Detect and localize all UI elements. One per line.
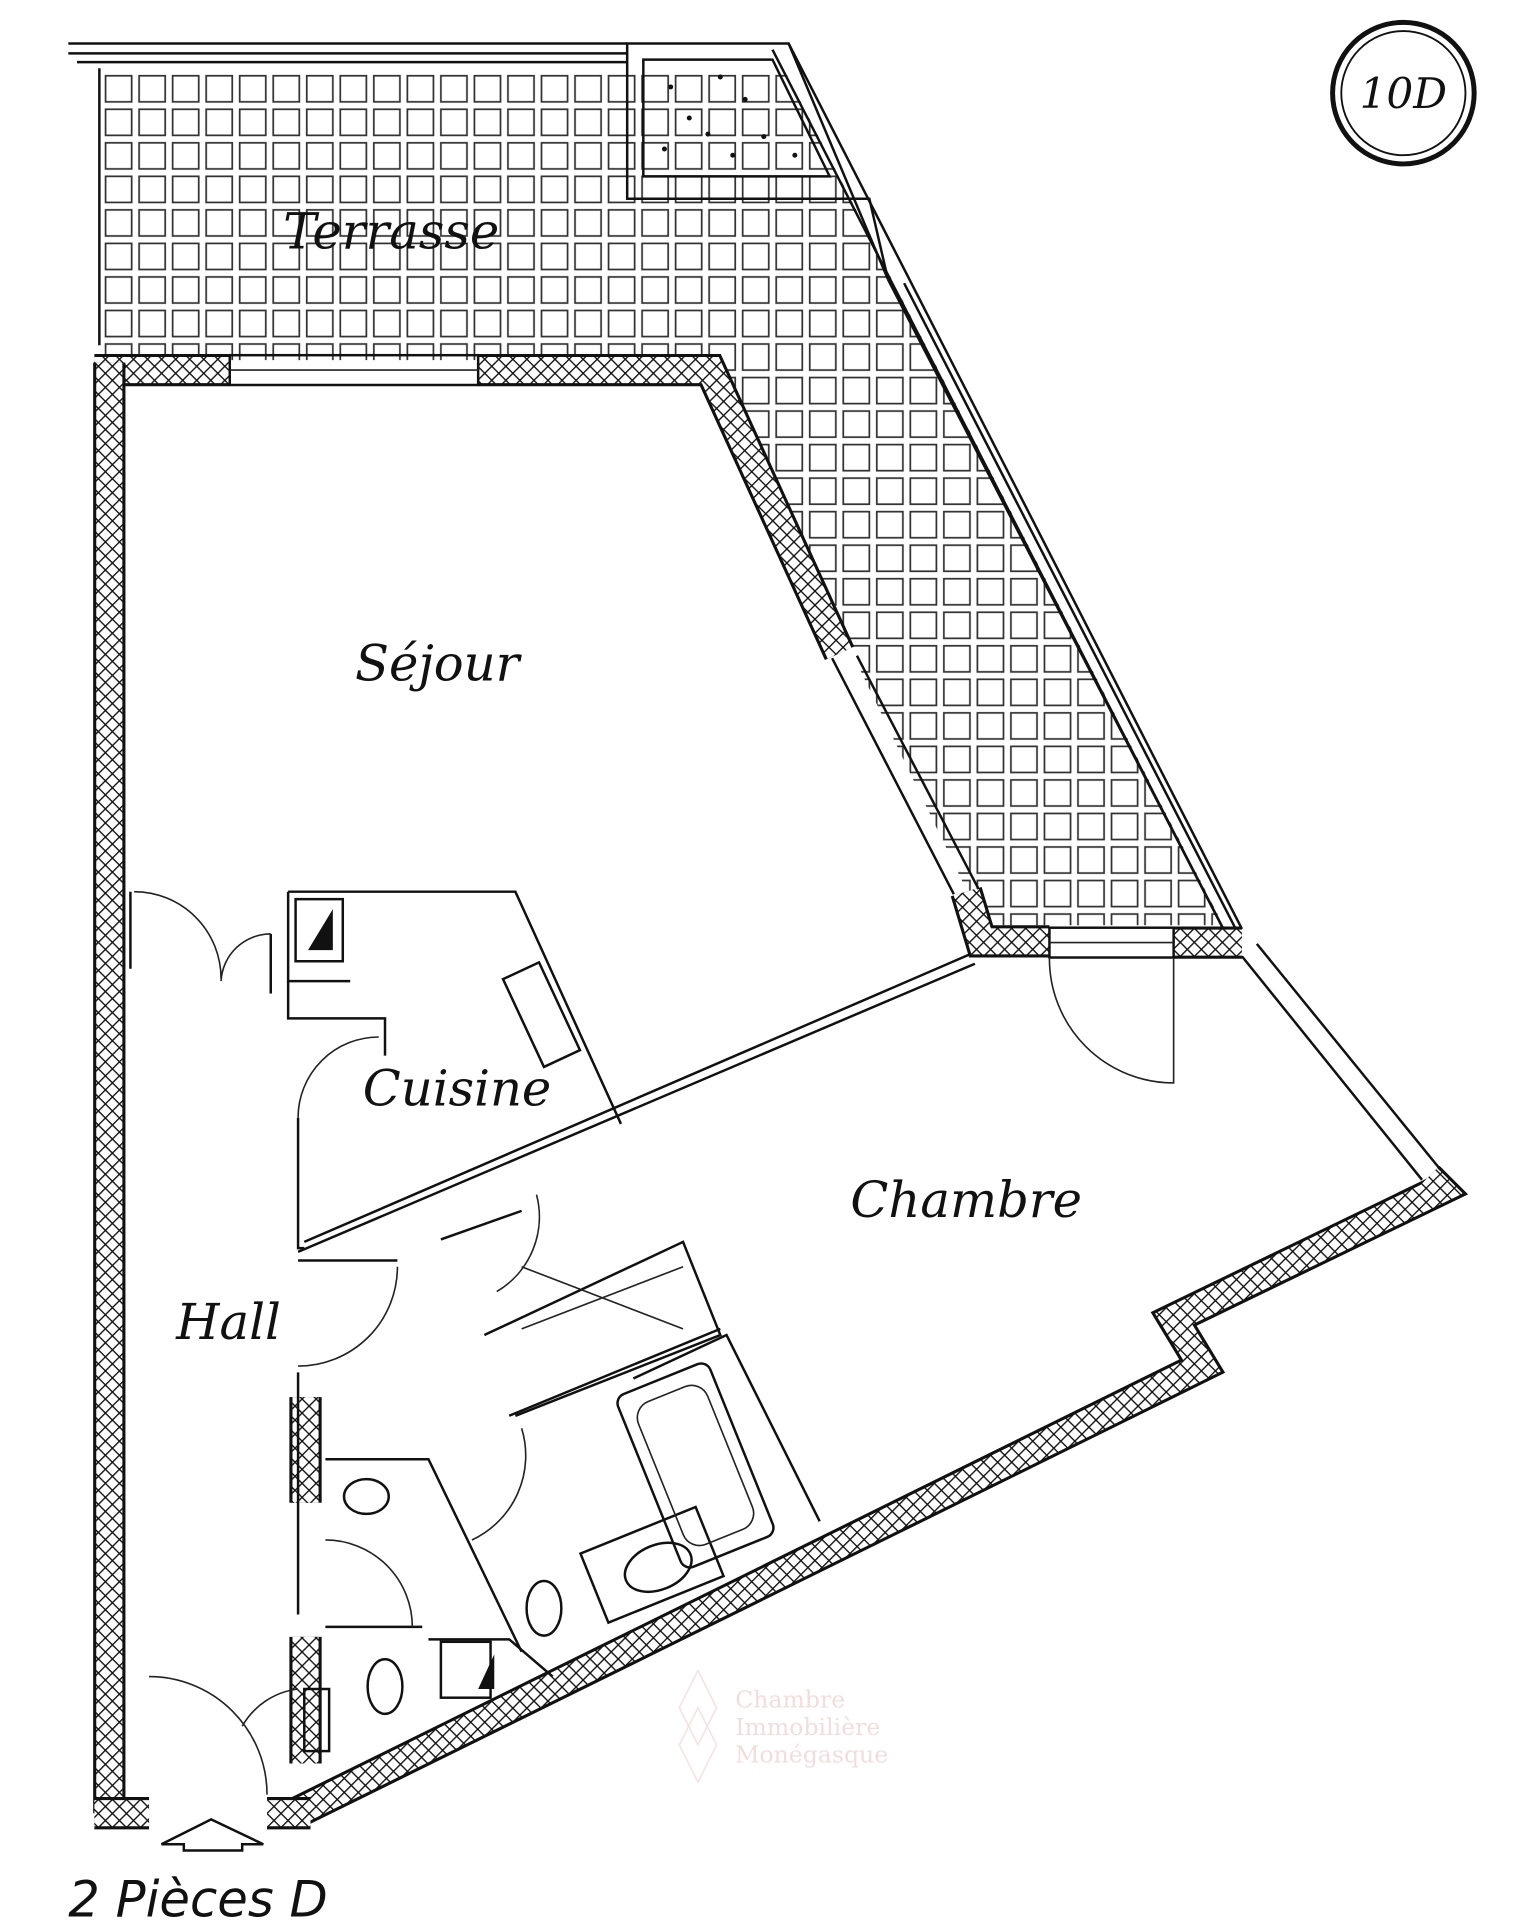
wall-segment xyxy=(953,887,1050,955)
washbasin-icon xyxy=(342,1477,390,1516)
unit-badge: 10D xyxy=(1330,19,1477,167)
entrance-arrow-icon xyxy=(160,1818,264,1852)
bathtub-icon xyxy=(616,1362,775,1569)
wall-segment xyxy=(478,357,852,659)
interior-walls xyxy=(129,890,976,1678)
fixtures xyxy=(294,897,775,1753)
doors xyxy=(134,890,1175,1795)
plan-title: 2 Pièces D xyxy=(68,1870,327,1920)
wall-segment xyxy=(289,1168,1463,1825)
exterior-walls xyxy=(93,353,1469,1830)
watermark-line-2: Immobilière xyxy=(735,1713,880,1741)
unit-badge-text: 10D xyxy=(1360,69,1448,118)
room-label-kitchen: Cuisine xyxy=(363,1059,552,1117)
toilet-icon xyxy=(366,1657,404,1716)
counter-icon xyxy=(501,960,582,1069)
toilet-icon xyxy=(525,1579,563,1637)
sink-icon xyxy=(623,1541,693,1594)
watermark-line-3: Monégasque xyxy=(735,1740,888,1768)
windows xyxy=(228,353,1442,1181)
room-label-living: Séjour xyxy=(355,635,523,693)
planter xyxy=(625,42,890,280)
shaft-icon xyxy=(439,1640,492,1699)
room-label-terrace: Terrasse xyxy=(283,202,499,260)
terrace xyxy=(68,42,1244,930)
appliance-icon xyxy=(294,897,345,963)
watermark: Chambre Immobilière Monégasque xyxy=(678,1668,888,1784)
room-label-bedroom: Chambre xyxy=(850,1171,1082,1229)
watermark-line-1: Chambre xyxy=(735,1686,845,1714)
room-label-hall: Hall xyxy=(175,1293,281,1351)
